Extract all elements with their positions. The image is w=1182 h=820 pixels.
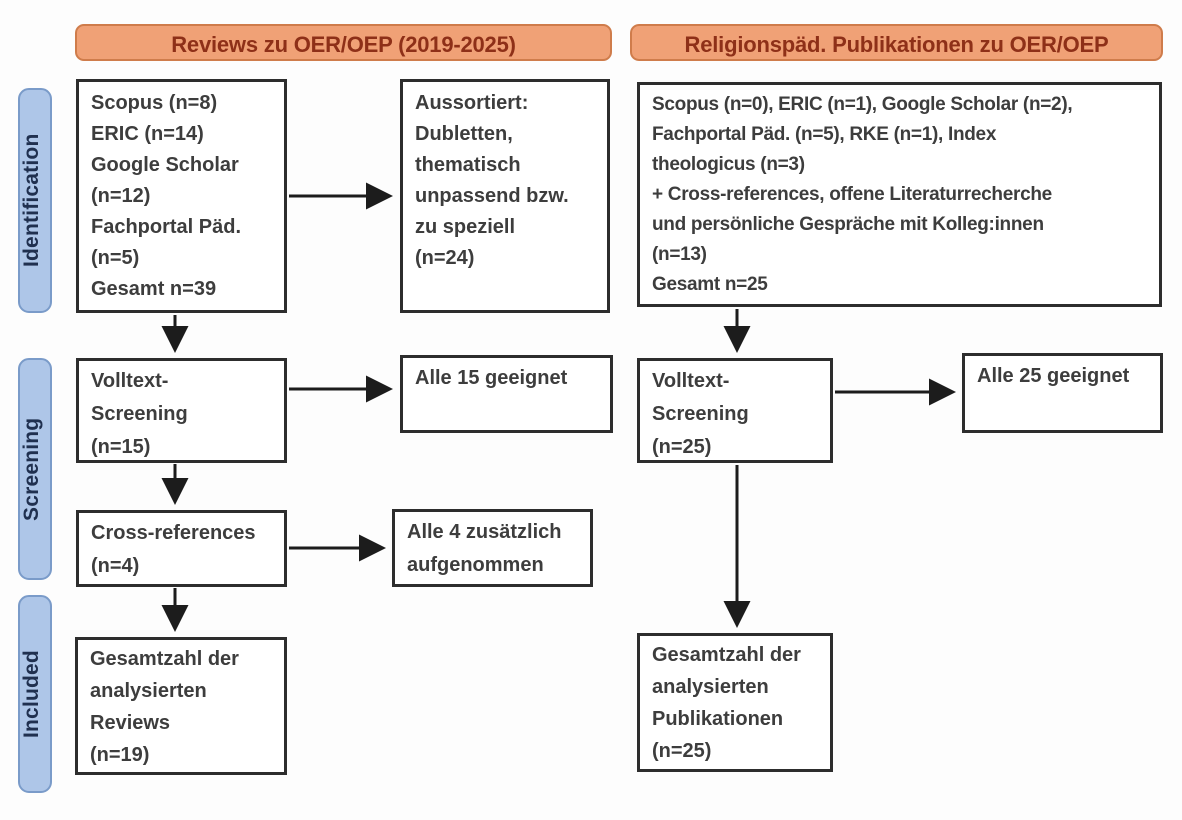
box-right-sources: Scopus (n=0), ERIC (n=1), Google Scholar… (637, 82, 1162, 307)
box-right-eligible-text: Alle 25 geeignet (977, 365, 1130, 387)
stage-label-included: Included (18, 595, 52, 793)
box-right-sources-text: Scopus (n=0), ERIC (n=1), Google Scholar… (652, 94, 1073, 295)
box-right-eligible: Alle 25 geeignet (962, 353, 1163, 433)
column-header-religionspaed: Religionspäd. Publikationen zu OER/OEP (630, 24, 1163, 61)
box-left-fulltext-screening: Volltext-Screening(n=15) (76, 358, 287, 463)
box-right-fulltext-screening: Volltext-Screening(n=25) (637, 358, 833, 463)
box-left-eligible-text: Alle 15 geeignet (415, 367, 568, 389)
box-left-sources: Scopus (n=8)ERIC (n=14)Google Scholar(n=… (76, 79, 287, 313)
column-header-reviews: Reviews zu OER/OEP (2019-2025) (75, 24, 612, 61)
box-left-crossreferences-text: Cross-references(n=4) (91, 522, 256, 577)
box-left-fulltext-screening-text: Volltext-Screening(n=15) (91, 370, 188, 458)
box-left-eligible: Alle 15 geeignet (400, 355, 613, 433)
box-left-sources-text: Scopus (n=8)ERIC (n=14)Google Scholar(n=… (91, 92, 242, 300)
box-right-fulltext-screening-text: Volltext-Screening(n=25) (652, 370, 749, 458)
stage-label-identification: Identification (18, 88, 52, 313)
box-left-crossreferences: Cross-references(n=4) (76, 510, 287, 587)
stage-label-screening: Screening (18, 358, 52, 580)
